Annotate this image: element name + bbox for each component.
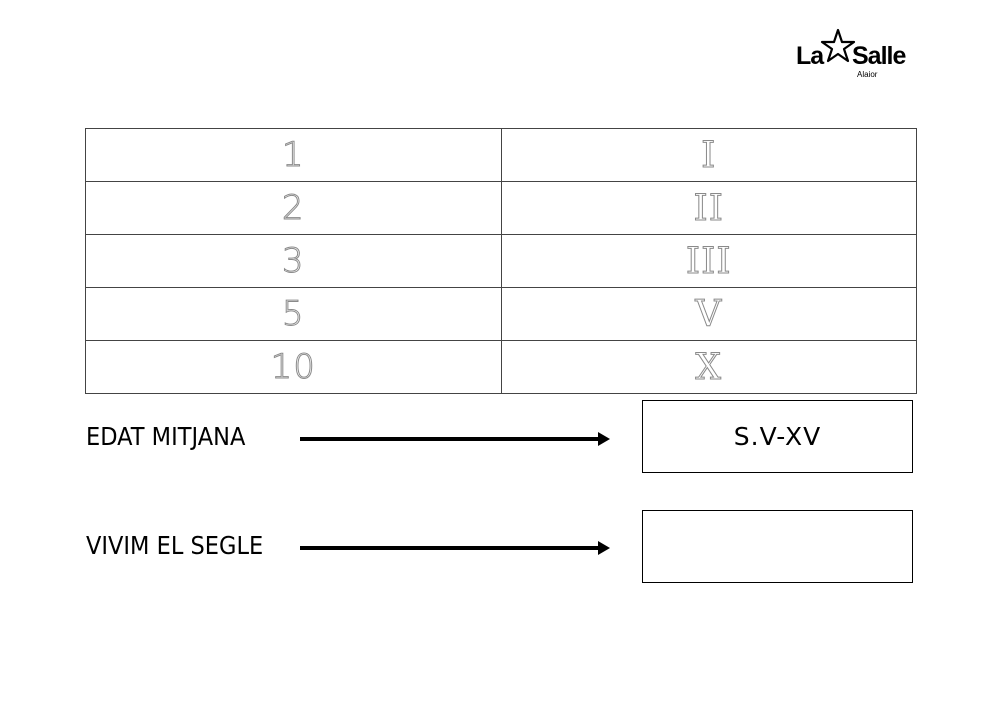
logo-text-salle: Salle [852, 42, 906, 70]
roman-cell: II [500, 181, 917, 235]
numbers-table: 1 I 2 II 3 III 5 V 10 X [85, 128, 917, 394]
roman-cell: X [500, 340, 917, 394]
table-row: 10 X [85, 340, 917, 394]
edat-mitjana-label: EDAT MITJANA [86, 422, 246, 451]
arrow-icon [300, 432, 610, 446]
answer-box-vivim-el-segle[interactable] [642, 510, 913, 583]
vivim-el-segle-label: VIVIM EL SEGLE [86, 531, 264, 560]
roman-cell: I [500, 128, 917, 182]
table-row: 5 V [85, 287, 917, 341]
arrow-icon [300, 541, 610, 555]
logo-subtitle: Alaior [857, 70, 878, 79]
arabic-cell: 3 [85, 234, 502, 288]
arabic-cell: 5 [85, 287, 502, 341]
star-icon [820, 28, 856, 63]
arabic-cell: 10 [85, 340, 502, 394]
arabic-cell: 1 [85, 128, 502, 182]
logo-text-la: La [796, 42, 824, 70]
answer-box-edat-mitjana[interactable]: S.V-XV [642, 400, 913, 473]
table-row: 1 I [85, 128, 917, 182]
lasalle-logo: La Salle Alaior [792, 26, 912, 86]
table-row: 2 II [85, 181, 917, 235]
arabic-cell: 2 [85, 181, 502, 235]
table-row: 3 III [85, 234, 917, 288]
roman-cell: V [500, 287, 917, 341]
roman-cell: III [500, 234, 917, 288]
